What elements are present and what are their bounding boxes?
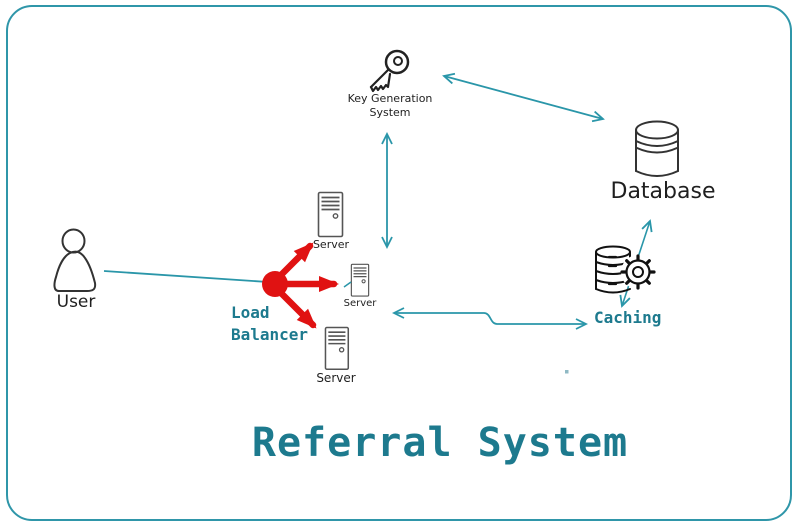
server-bottom-label: Server [316, 371, 356, 385]
server-icon [324, 326, 350, 371]
edge-servers-to-caching [394, 313, 586, 324]
edge-keygen-to-database [444, 76, 603, 119]
stray-speck [565, 370, 569, 374]
server-icon [317, 191, 344, 238]
user-icon [53, 228, 97, 292]
diagram-border [6, 5, 792, 521]
key-generation-label: Key Generation System [347, 92, 436, 119]
database-gear-icon [595, 245, 656, 294]
diagram-title: Referral System [251, 420, 629, 466]
server-icon [350, 263, 370, 297]
user-label: User [56, 292, 96, 312]
load-balancer-label: Load Balancer [231, 303, 309, 344]
edge-user-to-load-balancer [103, 270, 269, 283]
database-label: Database [610, 179, 716, 204]
server-middle-label: Server [343, 298, 377, 309]
stray-teal-tick [343, 281, 352, 288]
database-icon [635, 120, 679, 177]
server-top-label: Server [312, 238, 350, 251]
key-icon [369, 49, 410, 93]
load-balancer-red-arrows [273, 242, 339, 329]
caching-label: Caching [594, 308, 662, 327]
